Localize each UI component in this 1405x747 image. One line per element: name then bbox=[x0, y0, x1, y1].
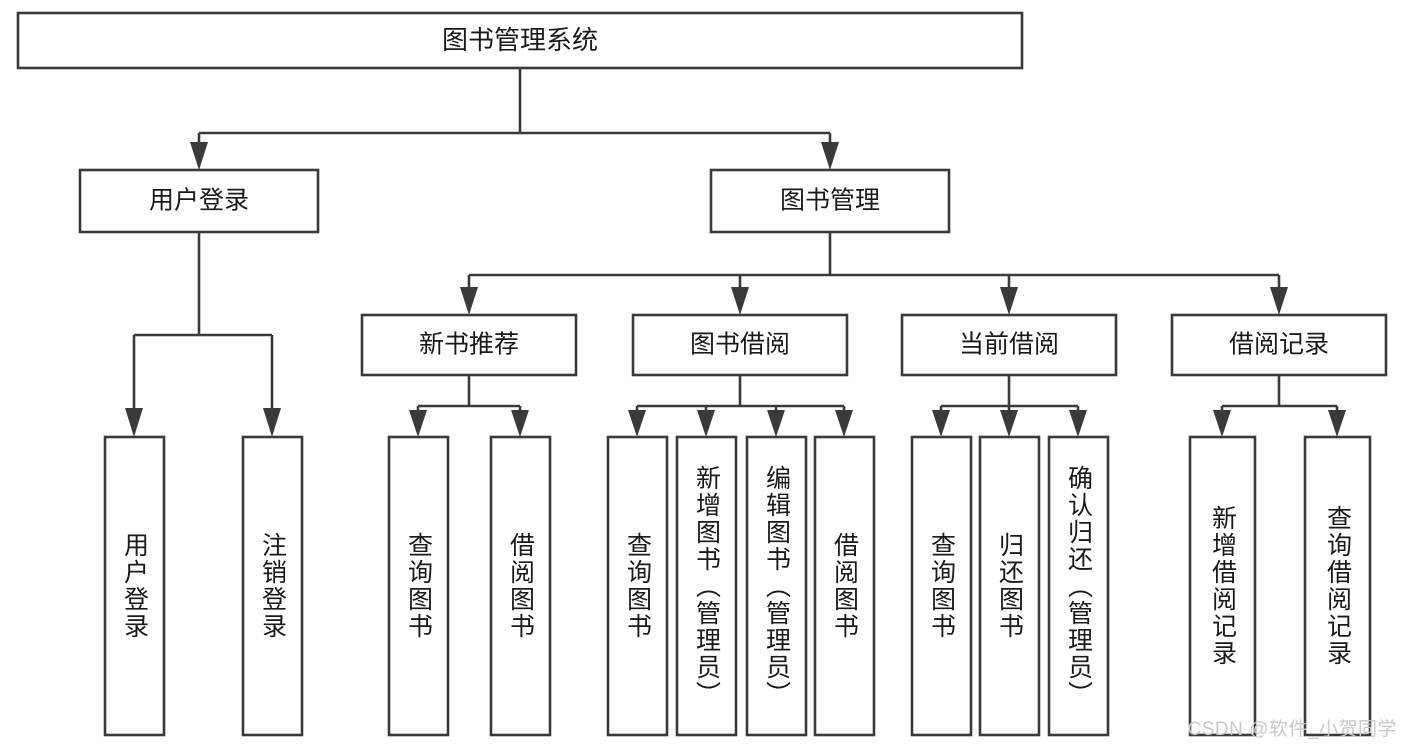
node-current-borrow[interactable]: 当前借阅 bbox=[900, 313, 1118, 377]
leaf-box-current-borrow-2[interactable] bbox=[978, 435, 1041, 737]
node-borrow-record-label: 借阅记录 bbox=[1229, 331, 1329, 359]
leaf-box-book-borrow-3[interactable] bbox=[745, 435, 808, 737]
leaf-box-current-borrow-1[interactable] bbox=[910, 435, 973, 737]
arrowhead-leaf-newbook-2 bbox=[511, 410, 529, 437]
leaf-box-book-borrow-1[interactable] bbox=[606, 435, 669, 737]
node-root-label: 图书管理系统 bbox=[442, 25, 598, 55]
leaf-box-user-login-2[interactable] bbox=[241, 435, 304, 737]
arrowhead-leaf-bookborrow-1 bbox=[628, 410, 646, 437]
leaf-box-borrow-record-1[interactable] bbox=[1188, 435, 1257, 737]
leaf-box-borrow-record-2[interactable] bbox=[1303, 435, 1372, 737]
arrowhead-current-borrow bbox=[1000, 287, 1018, 315]
arrowhead-leaf-user-login-1 bbox=[125, 408, 143, 437]
node-user-login[interactable]: 用户登录 bbox=[78, 168, 320, 234]
node-borrow-record[interactable]: 借阅记录 bbox=[1170, 313, 1388, 377]
arrowhead-borrow-record bbox=[1270, 287, 1288, 315]
arrowhead-leaf-currentborrow-1 bbox=[932, 410, 950, 437]
arrowhead-new-book bbox=[460, 287, 478, 315]
arrowhead-leaf-borrowrecord-2 bbox=[1328, 410, 1346, 437]
node-user-login-label: 用户登录 bbox=[149, 187, 249, 215]
leaf-box-current-borrow-3[interactable] bbox=[1047, 435, 1110, 737]
leaf-box-user-login-1[interactable] bbox=[103, 435, 166, 737]
node-current-borrow-label: 当前借阅 bbox=[959, 331, 1059, 359]
leaf-box-book-borrow-4[interactable] bbox=[813, 435, 876, 737]
arrowhead-leaf-currentborrow-2 bbox=[1000, 410, 1018, 437]
arrowhead-book-mgmt bbox=[821, 142, 839, 170]
arrowhead-leaf-currentborrow-3 bbox=[1069, 410, 1087, 437]
node-root[interactable]: 图书管理系统 bbox=[16, 11, 1024, 70]
arrowhead-book-borrow bbox=[731, 287, 749, 315]
arrowhead-leaf-bookborrow-2 bbox=[697, 410, 715, 437]
arrowhead-leaf-bookborrow-4 bbox=[835, 410, 853, 437]
node-book-borrow[interactable]: 图书借阅 bbox=[631, 313, 849, 377]
arrowhead-leaf-bookborrow-3 bbox=[767, 410, 785, 437]
arrowhead-leaf-newbook-1 bbox=[409, 410, 427, 437]
node-new-book-recommend[interactable]: 新书推荐 bbox=[360, 313, 578, 377]
node-book-management[interactable]: 图书管理 bbox=[709, 168, 951, 234]
leaf-box-new-book-2[interactable] bbox=[489, 435, 552, 737]
node-book-borrow-label: 图书借阅 bbox=[690, 331, 790, 359]
leaf-box-new-book-1[interactable] bbox=[387, 435, 450, 737]
node-book-management-label: 图书管理 bbox=[780, 187, 880, 215]
arrowhead-leaf-user-login-2 bbox=[263, 408, 281, 437]
arrowhead-leaf-borrowrecord-1 bbox=[1213, 410, 1231, 437]
arrowhead-user-login bbox=[190, 142, 208, 170]
node-new-book-recommend-label: 新书推荐 bbox=[419, 331, 519, 359]
leaf-box-book-borrow-2[interactable] bbox=[675, 435, 738, 737]
